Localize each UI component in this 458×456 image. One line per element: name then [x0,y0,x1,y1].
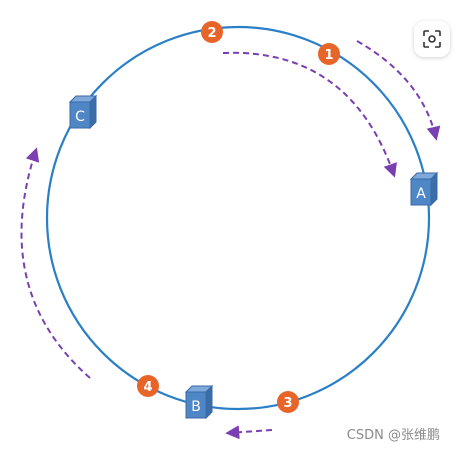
server-node-c: C [68,94,98,130]
server-label-c: C [75,109,85,125]
server-label-a: A [416,186,426,202]
hash-ring [45,25,431,411]
key-label-2: 2 [207,26,216,41]
visual-search-button[interactable] [414,21,450,57]
key-label-3: 3 [283,396,292,411]
arrow-key2-to-a [222,51,397,178]
key-marker-2: 2 [201,21,223,43]
server-node-b: B [184,384,214,420]
server-node-a: A [409,171,439,207]
key-marker-4: 4 [137,375,159,397]
key-label-4: 4 [143,380,152,395]
visual-search-icon [423,30,441,48]
watermark-text: CSDN @张维鹏 [346,428,440,443]
arrow-key1-to-a [356,40,441,141]
key-label-1: 1 [324,48,333,63]
key-marker-1: 1 [318,43,340,65]
key-marker-3: 3 [277,391,299,413]
arrow-key3-to-b [225,425,273,440]
server-label-b: B [191,399,201,415]
arrow-key4-to-c [20,147,91,379]
